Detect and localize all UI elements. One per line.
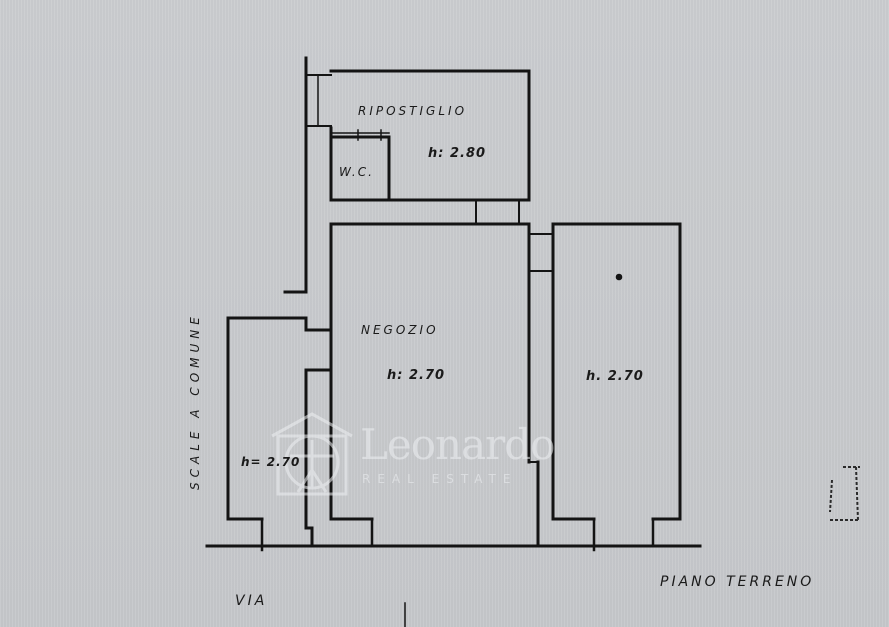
watermark-brand: Leonardo (360, 420, 555, 469)
room-label-ripostiglio: RIPOSTIGLIO (358, 104, 468, 118)
street-label: VIA (235, 593, 268, 609)
floor-title: PIANO TERRENO (660, 574, 815, 590)
room-height-right-room: h. 2.70 (586, 369, 644, 384)
room-label-negozio: NEGOZIO (361, 323, 439, 337)
corridor-wall (283, 56, 308, 294)
compass-mark-icon (829, 466, 860, 521)
stairs-label: SCALE A COMUNE (188, 312, 202, 490)
room-height-negozio: h: 2.70 (387, 368, 446, 383)
vitruvian-logo-icon (271, 412, 353, 496)
room-label-wc: W.C. (339, 165, 374, 179)
watermark-logo: Leonardo REAL ESTATE (268, 410, 568, 500)
room-height-left-room: h= 2.70 (241, 455, 301, 469)
room-height-ripostiglio: h: 2.80 (428, 146, 487, 161)
watermark-subtitle: REAL ESTATE (362, 472, 518, 486)
